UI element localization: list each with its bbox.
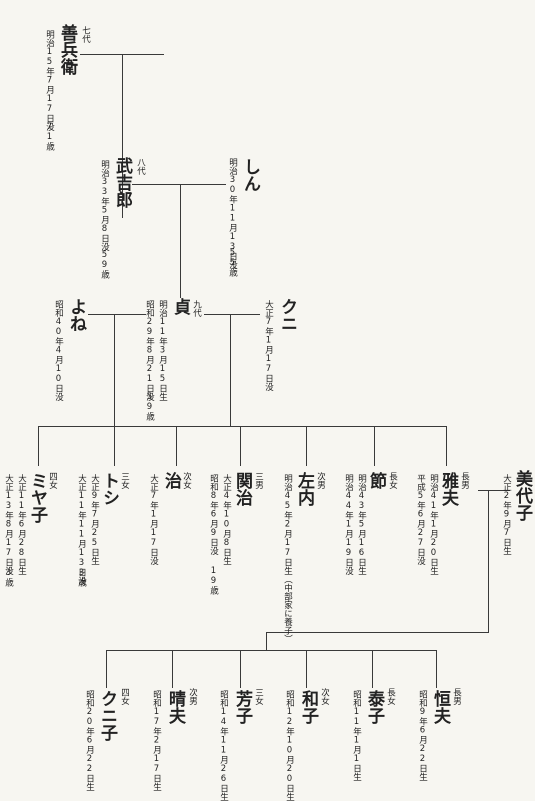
person-tei-info: 明治11年3月15日生 <box>157 300 168 401</box>
marriage-line-9b <box>204 314 260 315</box>
person-sanai-name: 左内 <box>294 472 314 506</box>
person-tsuneo-info: 昭和9年6月22日生 <box>417 690 428 781</box>
person-yasuko-info: 昭和11年1月1日生 <box>351 690 362 781</box>
person-setsu-gen: 長女 <box>387 472 398 489</box>
family-tree: 七代 善兵衛 明治15年7月17日没 71歳 八代 武吉郎 明治33年5月8日没… <box>3 24 533 801</box>
person-osamu-info: 大正7年1月17日没 <box>148 474 159 565</box>
sibling-bar-10 <box>106 650 436 651</box>
person-kazuko-name: 和子 <box>298 690 318 724</box>
person-osamu-gen: 次女 <box>181 472 192 489</box>
person-bukichiro-info: 明治33年5月8日没 <box>99 160 110 251</box>
person-tei-age: 59歳 <box>144 392 155 421</box>
person-bukichiro-name: 武吉郎 <box>112 157 132 208</box>
person-sekiji-name: 関治 <box>232 472 252 506</box>
person-tei-name: 貞 <box>170 298 190 315</box>
person-zenbei-gen: 七代 <box>80 26 91 43</box>
person-sekiji-age: 19歳 <box>208 566 219 595</box>
marriage-line-10 <box>478 490 510 491</box>
person-haruo-info: 昭和17年2月17日生 <box>151 690 162 791</box>
person-miyako-gen: 四女 <box>47 472 58 489</box>
person-miyako-name: ミヤ子 <box>27 472 47 523</box>
person-toshi-name: トシ <box>99 472 119 506</box>
person-kuniko-gen: 四女 <box>119 688 130 705</box>
drop-yasuko <box>372 650 373 688</box>
person-zenbei-info: 明治15年7月17日没 <box>44 30 55 131</box>
person-sekiji-gen: 三男 <box>253 472 264 489</box>
drop-tsuneo <box>436 650 437 688</box>
person-bukichiro-age: 59歳 <box>99 250 110 279</box>
person-zenbei-name: 善兵衛 <box>57 24 77 75</box>
person-miyoko-name: 美代子 <box>512 470 532 521</box>
descent-line-8 <box>180 184 181 298</box>
person-kuni-name: クニ <box>277 298 297 332</box>
person-yone-info: 昭和40年4月10日没 <box>53 300 64 401</box>
person-kazuko-info: 昭和12年10月20日生 <box>284 690 295 801</box>
drop-toshi <box>114 426 115 466</box>
drop-sanai <box>306 426 307 466</box>
person-setsu-name: 節 <box>366 472 386 489</box>
person-masao-name: 雅夫 <box>438 472 458 506</box>
sibling-bar-9 <box>38 426 446 427</box>
person-setsu-info2: 明治44年1月19日没 <box>343 474 354 575</box>
person-shin-age: 55歳 <box>227 248 238 277</box>
marriage-line-8 <box>132 184 226 185</box>
descent-line-10 <box>488 490 489 632</box>
person-miyako-info2: 大正13年8月17日没 <box>3 474 14 575</box>
person-yasuko-name: 泰子 <box>364 690 384 724</box>
descent-line-kuni <box>230 314 231 426</box>
person-shin-name: しん <box>240 158 260 192</box>
drop-osamu <box>176 426 177 466</box>
drop-kuniko <box>106 650 107 688</box>
marriage-line-9a <box>88 314 146 315</box>
drop-kazuko <box>306 650 307 688</box>
person-zenbei-age: 71歳 <box>44 122 55 151</box>
person-sanai-info: 明治45年2月17日生（中部家に養子） <box>282 474 293 643</box>
person-haruo-gen: 次男 <box>187 688 198 705</box>
person-kuniko-name: クニ子 <box>97 690 117 741</box>
descent-line-7 <box>122 54 123 218</box>
person-masao-info: 明治41年1月20日生 <box>428 474 439 575</box>
person-osamu-name: 治 <box>161 472 181 489</box>
person-yasuko-gen: 長女 <box>385 688 396 705</box>
drop-setsu <box>374 426 375 466</box>
drop-sekiji <box>240 426 241 466</box>
sibling-bar-10-riser <box>266 632 267 650</box>
sibling-bar-10-top <box>266 632 489 633</box>
person-masao-info2: 平成5年6月27日没 <box>415 474 426 565</box>
drop-yoshiko <box>240 650 241 688</box>
person-yone-name: よね <box>66 298 86 332</box>
person-kazuko-gen: 次女 <box>319 688 330 705</box>
drop-miyako <box>38 426 39 466</box>
person-tsuneo-name: 恒夫 <box>430 690 450 724</box>
drop-haruo <box>172 650 173 688</box>
person-kuni-info: 大正7年1月17日没 <box>263 300 274 391</box>
person-sekiji-info: 大正4年10月8日生 <box>221 474 232 565</box>
person-sekiji-info2: 昭和8年6月9日没 <box>208 474 219 555</box>
person-yoshiko-info: 昭和14年11月26日生 <box>218 690 229 801</box>
person-sanai-gen: 次男 <box>315 472 326 489</box>
person-shin-info: 明治30年11月13日没 <box>227 158 238 269</box>
person-toshi-age: 3歳 <box>76 568 87 587</box>
person-tei-info2: 昭和29年8月21日没 <box>144 300 155 401</box>
person-toshi-gen: 三女 <box>119 472 130 489</box>
person-setsu-info: 明治43年5月16日生 <box>356 474 367 575</box>
person-toshi-info2: 大正11年11月13日没 <box>76 474 87 585</box>
person-toshi-info: 大正9年7月25日生 <box>89 474 100 565</box>
drop-masao <box>446 426 447 466</box>
person-masao-gen: 長男 <box>459 472 470 489</box>
person-miyako-info: 大正11年6月28日生 <box>16 474 27 575</box>
descent-line-yone <box>114 314 115 426</box>
person-tsuneo-gen: 長男 <box>451 688 462 705</box>
person-kuniko-info: 昭和20年6月22日生 <box>84 690 95 791</box>
person-bukichiro-gen: 八代 <box>135 158 146 175</box>
person-haruo-name: 晴夫 <box>165 690 185 724</box>
person-miyoko-info: 大正2年9月7日生 <box>501 474 512 555</box>
person-yoshiko-gen: 三女 <box>253 688 264 705</box>
person-tei-gen: 九代 <box>191 300 202 317</box>
person-yoshiko-name: 芳子 <box>232 690 252 724</box>
person-miyako-age: 3歳 <box>3 568 14 587</box>
